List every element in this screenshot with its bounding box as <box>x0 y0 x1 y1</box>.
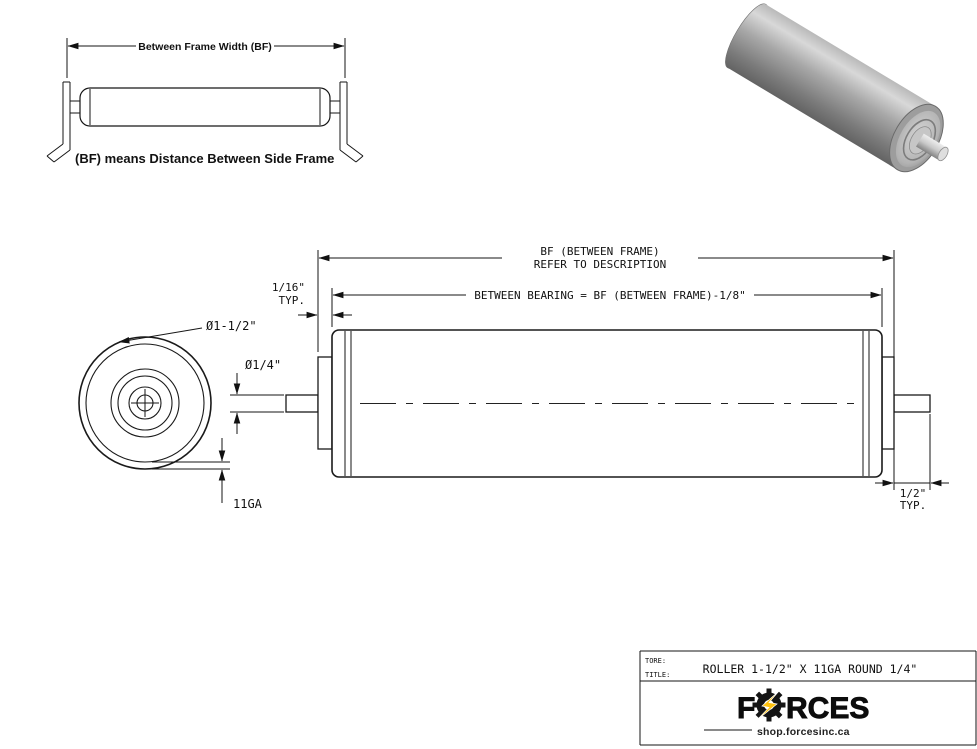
dim-gauge-text: 11GA <box>233 497 263 511</box>
dim-roller-dia-text: Ø1-1/2" <box>206 319 257 333</box>
dim-between-bearing-text: BETWEEN BEARING = BF (BETWEEN FRAME)-1/8… <box>474 289 746 302</box>
lightning-bolt-icon <box>756 690 780 721</box>
dim-bf-text-line2: REFER TO DESCRIPTION <box>534 258 666 271</box>
roller-3d-render <box>725 3 949 173</box>
dim-half-typ: 1/2" TYP. <box>875 414 949 512</box>
dim-between-bearing: BETWEEN BEARING = BF (BETWEEN FRAME)-1/8… <box>331 288 883 327</box>
title-block: TORE: TITLE: ROLLER 1-1/2" X 11GA ROUND … <box>639 650 977 746</box>
left-hub <box>317 356 333 450</box>
dim-roller-diameter: Ø1-1/2" <box>118 319 257 344</box>
roller-tube <box>331 329 883 478</box>
logo-text-rces: RCES <box>786 692 869 725</box>
logo-text-f: F <box>737 692 755 725</box>
dim-sixteenth-text: 1/16" <box>272 281 305 294</box>
right-side-frame <box>339 81 364 163</box>
inset-caption: (BF) means Distance Between Side Frame <box>75 151 334 166</box>
forces-logo: F RCES shop.forcesinc.ca <box>704 688 870 738</box>
title-block-label-title: TITLE: <box>645 671 670 679</box>
left-shaft <box>285 394 319 413</box>
bf-inset-diagram: Between Frame Width (BF) (BF) means Dist… <box>46 38 364 166</box>
dim-half-text: 1/2" <box>900 487 927 500</box>
roller-end-view <box>78 336 212 470</box>
dim-shaft-dia-text: Ø1/4" <box>245 358 281 372</box>
dim-bf: BF (BETWEEN FRAME) REFER TO DESCRIPTION <box>317 245 895 490</box>
dim-one-sixteenth: 1/16" TYP. <box>272 281 352 319</box>
title-block-label-top: TORE: <box>645 657 666 665</box>
logo-url: shop.forcesinc.ca <box>757 726 850 738</box>
dim-bf-text-line1: BF (BETWEEN FRAME) <box>540 245 659 258</box>
dim-gauge: 11GA <box>152 438 263 511</box>
dim-sixteenth-typ-text: TYP. <box>279 294 306 307</box>
right-hub <box>881 356 895 450</box>
dim-shaft-diameter: Ø1/4" <box>230 358 284 434</box>
inset-dim-label: Between Frame Width (BF) <box>138 41 272 53</box>
right-shaft <box>893 394 931 413</box>
dim-half-typ-text: TYP. <box>900 499 927 512</box>
drawing-title: ROLLER 1-1/2" X 11GA ROUND 1/4" <box>703 662 918 676</box>
roller-side-view <box>285 329 931 478</box>
inset-roller-body <box>79 87 331 127</box>
left-side-frame <box>46 81 71 163</box>
